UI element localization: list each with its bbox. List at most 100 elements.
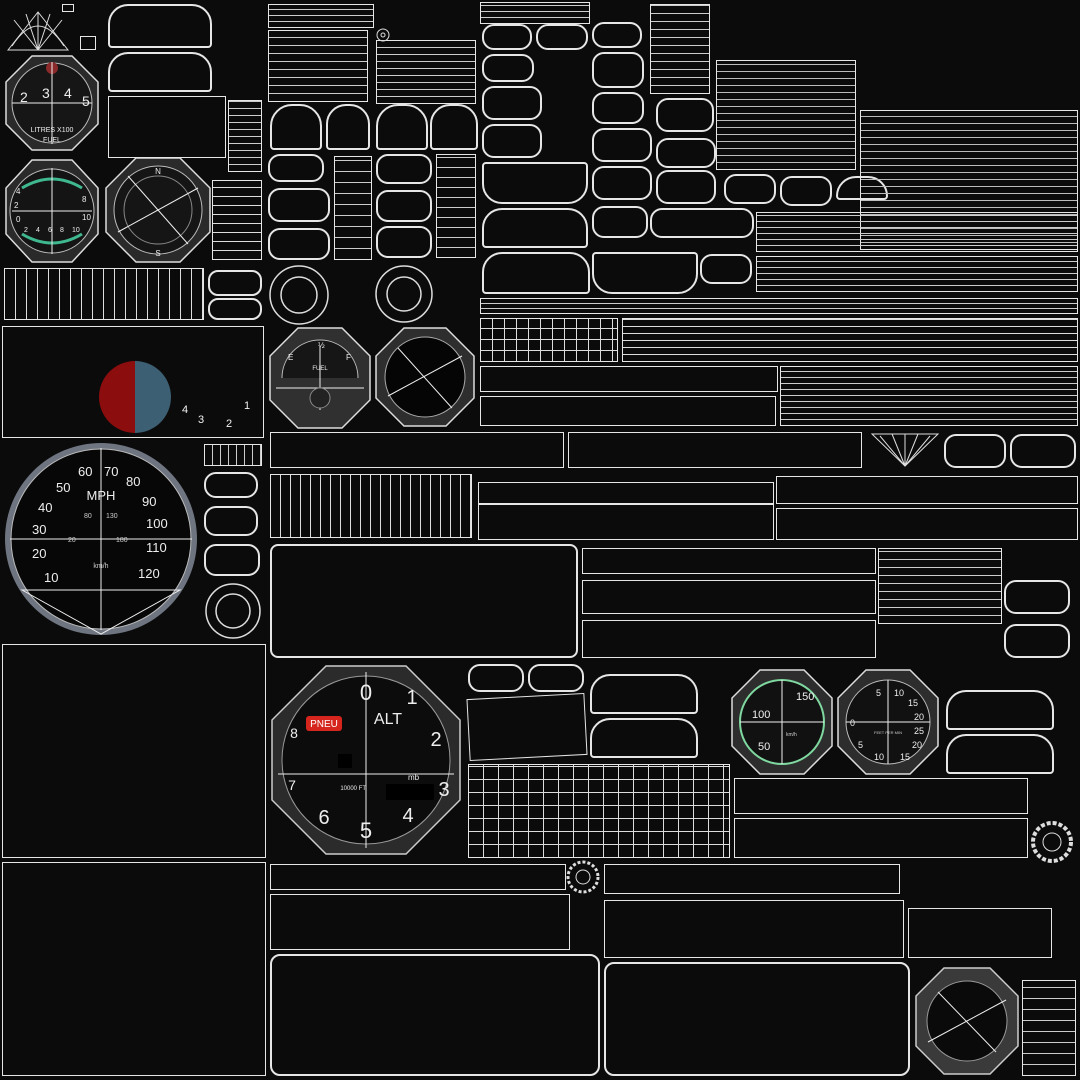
uv-island xyxy=(376,190,432,222)
alt-digit: 2 xyxy=(430,729,441,751)
uv-strip-block xyxy=(756,212,1078,252)
alt-digit: 8 xyxy=(290,725,298,741)
uv-island xyxy=(592,206,648,238)
altimeter-title: ALT xyxy=(374,711,402,728)
uv-strip-block xyxy=(716,60,856,170)
uv-island xyxy=(268,154,324,182)
alt-digit: 3 xyxy=(438,779,449,801)
large-panel xyxy=(2,862,266,1076)
uv-strip-block xyxy=(650,4,710,94)
decal-number: 1 xyxy=(244,400,251,412)
uv-island xyxy=(724,174,776,204)
temp-gauge-digit: 8 xyxy=(60,227,64,234)
uv-island xyxy=(656,98,714,132)
uv-island xyxy=(650,208,754,238)
vsi-number: 10 xyxy=(894,688,904,698)
temp-gauge-digit: 4 xyxy=(36,227,40,234)
red-blue-disc xyxy=(99,361,171,433)
altimeter: PNEU ALT 10000 FT mb 0 1 2 3 4 5 6 7 8 xyxy=(271,665,461,855)
pneu-badge: PNEU xyxy=(310,719,338,730)
fuel-empty-label: E xyxy=(288,353,293,362)
uv-island xyxy=(536,24,588,50)
alt-digit: 1 xyxy=(406,687,417,709)
vsi-number: 5 xyxy=(858,740,863,750)
uv-island xyxy=(468,664,524,692)
uv-patch xyxy=(228,100,262,172)
vsi-number: 20 xyxy=(914,712,924,722)
speed-number: 50 xyxy=(56,480,70,495)
vsi-number: 15 xyxy=(900,752,910,762)
uv-island xyxy=(592,252,698,294)
vsi-number: 0 xyxy=(850,718,855,728)
wide-panel xyxy=(270,432,564,468)
uv-island xyxy=(482,124,542,158)
wide-panel xyxy=(478,504,774,540)
small-fuel-gauge: E ½ F FUEL xyxy=(269,327,371,429)
uv-island xyxy=(1004,580,1070,614)
uv-island xyxy=(656,170,716,204)
uv-strip-block xyxy=(622,318,1078,362)
uv-patch xyxy=(334,156,372,260)
disc-right-half xyxy=(135,361,171,433)
uv-patch xyxy=(212,180,262,260)
alt-digit: 4 xyxy=(402,805,413,827)
speed-number: 10 xyxy=(44,570,58,585)
compass-gauge: N S xyxy=(105,157,211,263)
temp-gauge-digit: 8 xyxy=(82,195,87,204)
kmh-number: 130 xyxy=(106,513,118,520)
decal-number: 3 xyxy=(198,414,205,426)
fuel-gauge: 2 3 4 5 LITRES X100 FUEL xyxy=(5,55,99,151)
uv-island xyxy=(592,22,642,48)
uv-island xyxy=(592,128,652,162)
grid-block xyxy=(468,764,730,858)
alt-digit: 7 xyxy=(288,777,296,793)
decal-number: 4 xyxy=(182,404,189,416)
uv-island xyxy=(268,188,330,222)
gear-decal xyxy=(376,28,390,42)
wide-panel xyxy=(908,908,1052,958)
ring-part xyxy=(269,265,329,325)
gear-decal xyxy=(1031,821,1073,863)
uv-patch xyxy=(436,154,476,258)
uv-island xyxy=(482,54,534,82)
gear-decal xyxy=(566,860,600,894)
ring-part xyxy=(375,265,433,323)
uv-island xyxy=(592,52,644,88)
altimeter-ft-unit: 10000 FT xyxy=(340,786,366,792)
speed-number: 100 xyxy=(146,516,168,531)
speed-number: 60 xyxy=(78,464,92,479)
compass-north: N xyxy=(155,167,161,176)
speed-number: 20 xyxy=(32,546,46,561)
wide-panel xyxy=(270,864,566,890)
blank-dial xyxy=(375,327,475,427)
uv-strip-block xyxy=(270,474,472,538)
uv-patch xyxy=(1022,980,1076,1076)
vsi-number: 10 xyxy=(874,752,884,762)
fan-shape xyxy=(870,433,940,467)
airspeed-unit: km/h xyxy=(786,732,797,738)
uv-island xyxy=(204,544,260,576)
fuel-gauge-caption: LITRES X100 xyxy=(31,127,74,134)
uv-strip-block xyxy=(4,268,204,320)
airspeed-small: 150 100 50 km/h xyxy=(731,669,833,775)
alt-digit: 0 xyxy=(360,680,372,705)
speedometer-unit: MPH xyxy=(87,488,116,503)
decal-number: 2 xyxy=(226,418,233,430)
speed-number: 110 xyxy=(146,540,167,555)
uv-island xyxy=(326,104,370,150)
temp-gauge-digit: 4 xyxy=(16,187,21,196)
uv-island xyxy=(590,718,698,758)
uv-island xyxy=(268,228,330,260)
speed-number: 70 xyxy=(104,464,118,479)
uv-island xyxy=(482,252,590,294)
uv-strip-block xyxy=(480,298,1078,314)
wide-panel xyxy=(776,476,1078,504)
wide-panel xyxy=(480,366,778,392)
uv-island xyxy=(108,52,212,92)
uv-island xyxy=(590,674,698,714)
temp-gauge-digit: 6 xyxy=(48,227,52,234)
speed-number: 90 xyxy=(142,494,156,509)
speed-number: 120 xyxy=(138,566,160,581)
uv-island xyxy=(376,226,432,258)
